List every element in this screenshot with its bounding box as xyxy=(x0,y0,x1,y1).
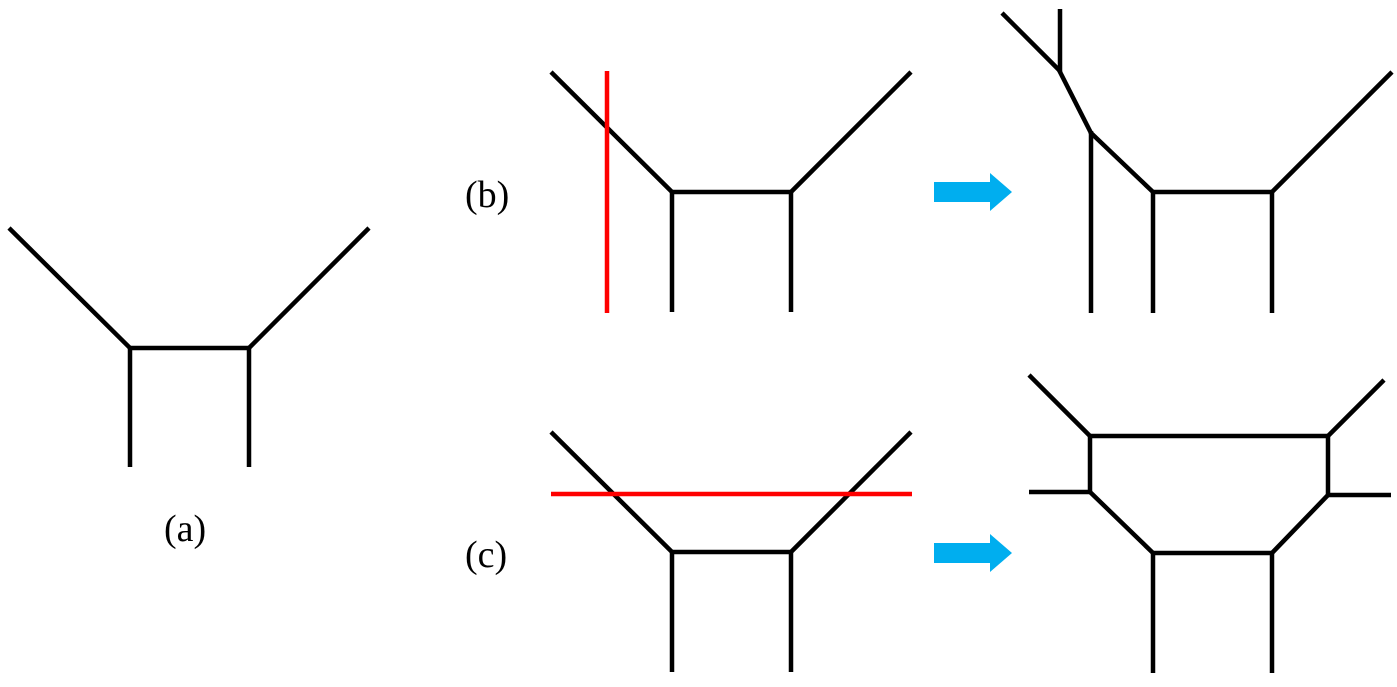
web-diagram-b-after xyxy=(1000,9,1394,313)
edge-b2-mid-diagonal xyxy=(1056,68,1094,135)
right-arrow-icon xyxy=(934,534,1012,572)
panel-label-c: (c) xyxy=(465,534,508,576)
edge-b2-top-diagonal xyxy=(1000,11,1062,73)
edge-a-upper-right xyxy=(247,226,371,350)
edge-b-upper-right xyxy=(789,70,913,194)
web-diagram-c-after xyxy=(1027,373,1391,673)
edge-c2-lower-right-diagonal xyxy=(1270,492,1331,555)
edge-b2-upper-right xyxy=(1270,70,1394,194)
web-diagram-a xyxy=(7,226,371,467)
edge-b-upper-left xyxy=(549,70,674,194)
edge-c2-top-left-diagonal xyxy=(1027,373,1092,438)
panel-label-b: (b) xyxy=(465,174,510,216)
panel-label-a: (a) xyxy=(164,508,207,550)
right-arrow-icon xyxy=(934,173,1012,211)
edge-b2-lower-diagonal xyxy=(1088,130,1155,194)
web-diagram-c-before xyxy=(549,430,913,672)
edge-a-upper-left xyxy=(7,226,132,350)
edge-c2-top-right-diagonal xyxy=(1326,378,1386,438)
edge-c2-lower-left-diagonal xyxy=(1087,489,1155,555)
web-diagram-b-before xyxy=(549,70,913,312)
